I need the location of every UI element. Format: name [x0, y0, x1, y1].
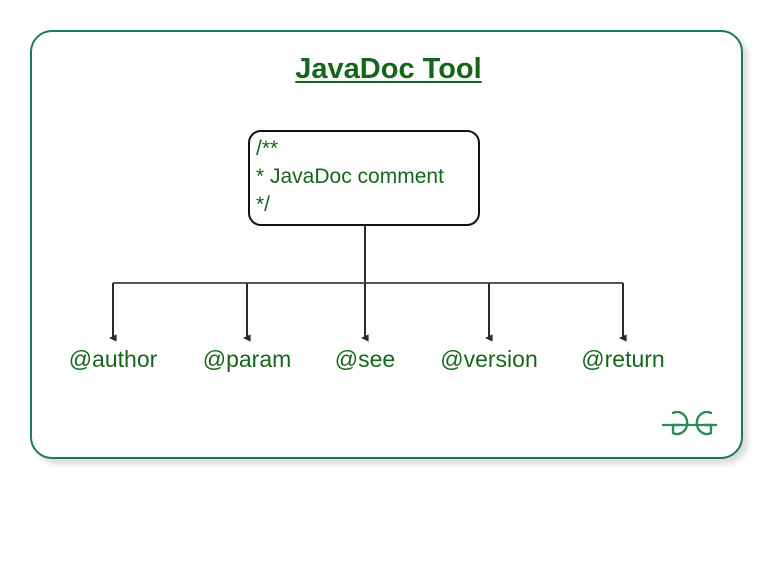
comment-line-close: */	[256, 193, 271, 216]
tag-label-return: @return	[581, 346, 665, 372]
tag-label-version: @version	[440, 346, 538, 372]
page-title: JavaDoc Tool	[295, 53, 482, 85]
comment-line-open: /**	[256, 137, 279, 160]
tag-label-see: @see	[334, 346, 396, 372]
tag-label-author: @author	[68, 346, 158, 372]
slide-frame: JavaDoc Tool /** * JavaDoc comment */ @a…	[30, 30, 743, 459]
comment-line-body: * JavaDoc comment	[256, 165, 444, 188]
tag-label-param: @param	[202, 346, 292, 372]
javadoc-comment-box: /** * JavaDoc comment */	[248, 130, 480, 226]
connector-tree	[108, 226, 627, 342]
geeksforgeeks-logo-icon	[662, 410, 717, 436]
